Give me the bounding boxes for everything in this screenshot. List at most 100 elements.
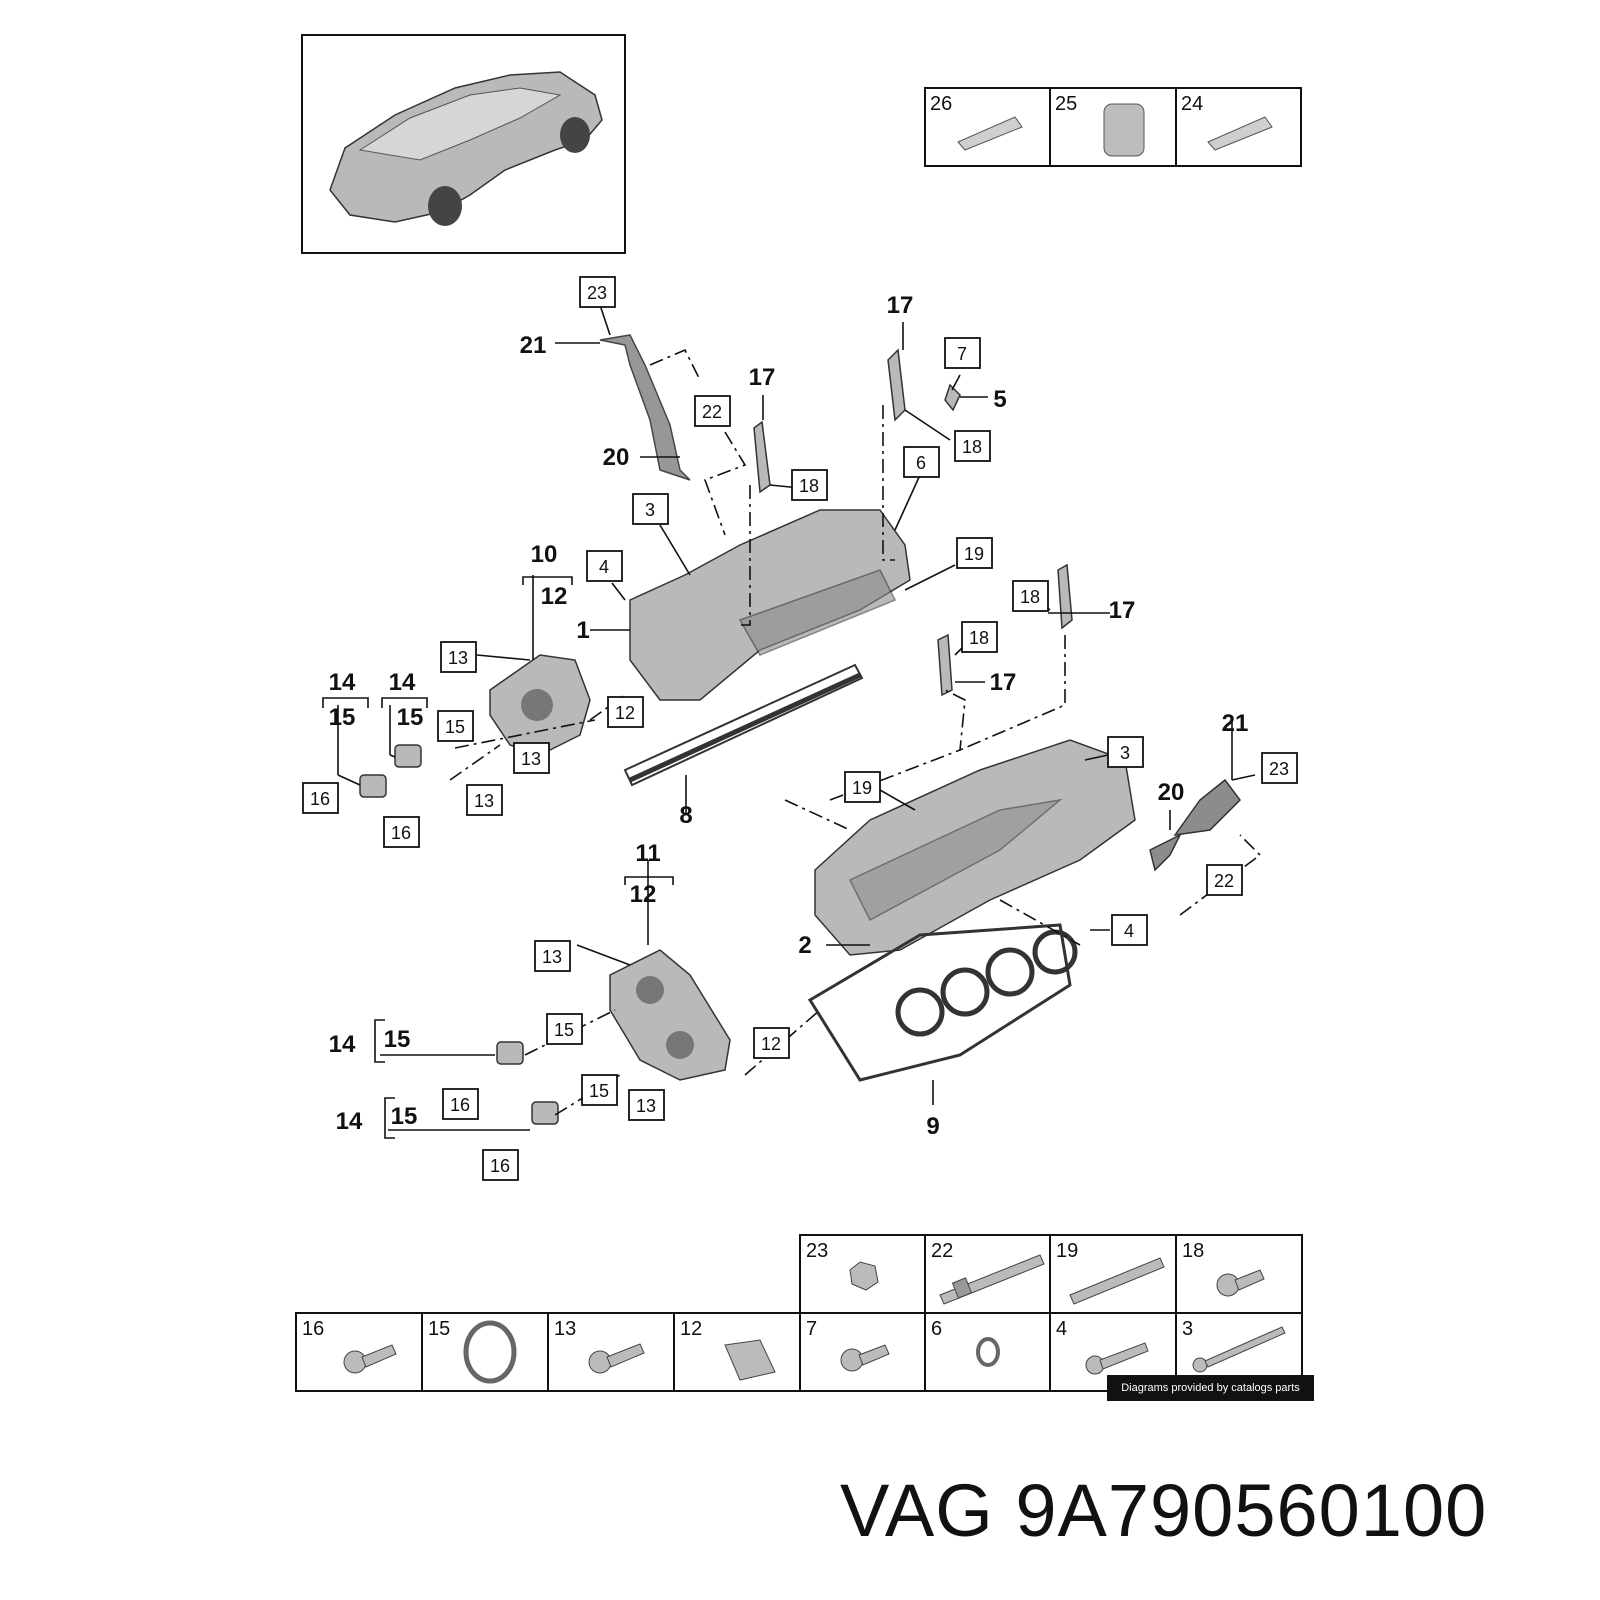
callout-23-upper: 23	[587, 283, 607, 303]
boxed-callouts: 23 22 3 4 18 7 18 6 19 18 18 13 12 15 13…	[302, 276, 1298, 1181]
callout-18-c: 18	[1020, 587, 1040, 607]
callout-12-c: 12	[541, 583, 568, 610]
callout-13-b: 13	[521, 749, 541, 769]
callout-22-upper: 22	[702, 402, 722, 422]
bolt-icon-7	[840, 1344, 890, 1372]
credit-badge: Diagrams provided by catalogs parts	[1107, 1375, 1314, 1401]
table-cell-18: 18	[1182, 1240, 1204, 1262]
callout-13-c: 13	[474, 791, 494, 811]
callout-23-lower: 23	[1269, 759, 1289, 779]
bolt-icon-18	[1216, 1269, 1265, 1297]
vehicle-thumbnail	[301, 34, 626, 254]
table-cell-7: 7	[806, 1318, 817, 1340]
consumables-table: 26 25 24	[924, 87, 1302, 167]
callout-5: 5	[993, 386, 1006, 413]
table-cell-12: 12	[680, 1318, 702, 1340]
callout-13-e: 13	[636, 1096, 656, 1116]
callout-17-d: 17	[990, 669, 1017, 696]
callout-14-a: 14	[329, 669, 356, 696]
lower-cylinder-head	[814, 739, 1136, 956]
table-cell-15: 15	[428, 1318, 450, 1340]
callout-18-a: 18	[799, 476, 819, 496]
callout-13-d: 13	[542, 947, 562, 967]
callout-15-a: 15	[445, 717, 465, 737]
callout-16-a: 16	[310, 789, 330, 809]
bold-callouts: 21 20 17 17 5 10 12 1 17 17 14 15 14 15 …	[329, 292, 1249, 1140]
callout-17-c: 17	[1109, 597, 1136, 624]
callout-14-d: 14	[336, 1108, 363, 1135]
bolt-icon-13	[588, 1343, 645, 1374]
upper-timing-housing	[489, 654, 591, 756]
callout-4-lower: 4	[1124, 921, 1134, 941]
callout-16-d: 16	[490, 1156, 510, 1176]
callout-12-d: 12	[630, 881, 657, 908]
callout-20-lower: 20	[1158, 779, 1185, 806]
callout-8: 8	[679, 802, 692, 829]
callout-20-upper: 20	[603, 444, 630, 471]
callout-17-b: 17	[749, 364, 776, 391]
bolt-icon-3	[1192, 1326, 1286, 1373]
callout-15-b: 15	[554, 1020, 574, 1040]
callout-15-e: 15	[397, 704, 424, 731]
table-cell-16: 16	[302, 1318, 324, 1340]
nut-icon	[849, 1261, 879, 1291]
callout-13-a: 13	[448, 648, 468, 668]
small-parts	[359, 334, 1241, 1125]
bolt-icon-16	[343, 1344, 397, 1374]
fastener-table: 23 22 19 18 16 15 13 12 7 6 4 3	[295, 1234, 1303, 1392]
bolt-icon-4	[1085, 1342, 1149, 1375]
callout-3-upper: 3	[645, 500, 655, 520]
lower-timing-housing	[609, 949, 731, 1081]
upper-cylinder-head	[629, 509, 911, 701]
callout-16-c: 16	[450, 1095, 470, 1115]
callout-19-lower: 19	[852, 778, 872, 798]
callout-10: 10	[531, 541, 558, 568]
callout-14-b: 14	[389, 669, 416, 696]
table-cell-26: 26	[930, 93, 952, 115]
callout-6: 6	[916, 453, 926, 473]
long-bolt-icon	[1069, 1257, 1165, 1305]
callout-4-upper: 4	[599, 557, 609, 577]
sleeve-icon	[724, 1339, 776, 1381]
table-cell-25: 25	[1055, 93, 1077, 115]
upper-head-gasket	[623, 663, 864, 787]
callout-15-f: 15	[384, 1026, 411, 1053]
callout-12-b: 12	[761, 1034, 781, 1054]
callout-17-a: 17	[887, 292, 914, 319]
part-number-caption: VAG 9A790560100	[840, 1468, 1487, 1553]
callout-21-upper: 21	[520, 332, 547, 359]
callout-18-d: 18	[969, 628, 989, 648]
callout-7: 7	[957, 344, 967, 364]
callout-12-a: 12	[615, 703, 635, 723]
table-cell-22: 22	[931, 1240, 953, 1262]
callout-21-lower: 21	[1222, 710, 1249, 737]
callout-9: 9	[926, 1113, 939, 1140]
table-cell-23: 23	[806, 1240, 828, 1262]
part-number: 9A790560100	[1015, 1469, 1488, 1552]
table-cell-19: 19	[1056, 1240, 1078, 1262]
grouping-brackets	[322, 576, 674, 1139]
leader-lines	[337, 304, 1256, 1131]
brand-name: VAG	[840, 1469, 994, 1552]
callout-1: 1	[576, 617, 589, 644]
callout-15-g: 15	[391, 1103, 418, 1130]
callout-11: 11	[635, 840, 660, 867]
callout-19-upper: 19	[964, 544, 984, 564]
callout-14-c: 14	[329, 1031, 356, 1058]
lower-head-gasket	[807, 923, 1078, 1082]
callout-15-d: 15	[329, 704, 356, 731]
table-cell-3: 3	[1182, 1318, 1193, 1340]
washer-icon	[976, 1337, 1000, 1367]
callout-18-b: 18	[962, 437, 982, 457]
stud-icon	[939, 1254, 1045, 1305]
callout-16-b: 16	[391, 823, 411, 843]
callout-3-lower: 3	[1120, 743, 1130, 763]
table-cell-13: 13	[554, 1318, 576, 1340]
callout-22-lower: 22	[1214, 871, 1234, 891]
callout-15-c: 15	[589, 1081, 609, 1101]
callout-2: 2	[798, 932, 811, 959]
table-cell-6: 6	[931, 1318, 942, 1340]
table-cell-24: 24	[1181, 93, 1203, 115]
seal-ring-icon	[463, 1320, 517, 1384]
